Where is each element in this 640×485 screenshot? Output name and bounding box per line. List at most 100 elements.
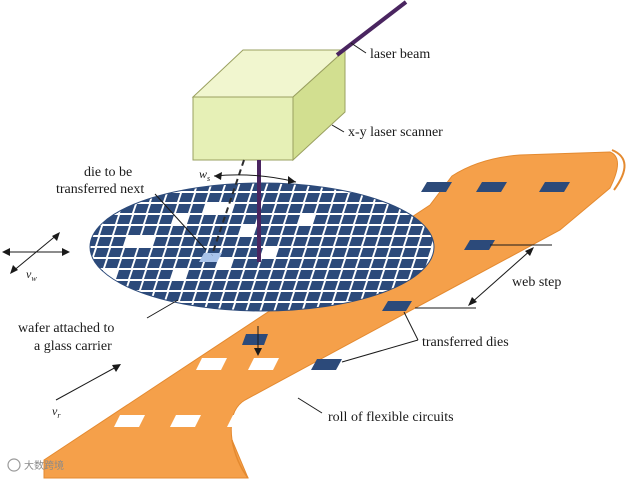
wafer-die	[402, 248, 417, 257]
wafer-die	[90, 204, 93, 213]
wafer-die	[378, 183, 393, 191]
scan-arc-head-right	[288, 176, 296, 184]
wafer-die	[105, 259, 120, 268]
wafer-die	[351, 281, 366, 290]
roll-arrow-head	[112, 364, 121, 372]
wafer-die	[226, 226, 241, 235]
roll-motion-arrow	[55, 364, 121, 401]
wafer-die	[124, 292, 139, 301]
wafer-die	[355, 215, 370, 224]
wafer-die	[327, 215, 342, 224]
wafer-die	[266, 183, 281, 191]
wafer-die	[405, 237, 420, 246]
wafer-die	[200, 270, 215, 279]
scanner-front	[192, 96, 294, 161]
wafer-die	[93, 303, 108, 311]
wafer-die	[341, 215, 356, 224]
wafer-die	[337, 281, 352, 290]
wafer-die	[374, 248, 389, 257]
wafer-die	[113, 281, 128, 290]
wafer-die	[156, 226, 171, 235]
wafer-die	[377, 237, 392, 246]
die-web-4	[464, 240, 495, 250]
wafer-die	[96, 292, 111, 301]
wafer-die	[179, 193, 194, 202]
leader-transferred-2	[341, 339, 419, 363]
leader-roll	[297, 397, 323, 414]
wafer-die	[135, 303, 150, 311]
wafer-die	[90, 303, 94, 311]
wafer-die	[243, 215, 258, 224]
wafer-die	[316, 204, 331, 213]
wafer-die	[211, 281, 226, 290]
wafer-die	[178, 248, 193, 257]
wafer-arrow-d-head-1	[10, 265, 18, 274]
wafer-die	[153, 237, 168, 246]
wafer-die	[127, 281, 142, 290]
web-bottom-edge	[231, 439, 249, 479]
wafer-outline	[89, 182, 435, 312]
wafer-arrow-h-right-head	[62, 248, 70, 256]
wafer-die	[90, 259, 92, 268]
slot-1	[196, 358, 227, 370]
wafer-die	[148, 204, 163, 213]
label-web-step: web step	[512, 275, 561, 290]
wafer-die	[347, 193, 362, 202]
wafer-motion-arrows	[2, 232, 70, 274]
wafer-die	[399, 259, 414, 268]
scan-arc	[213, 174, 297, 183]
wafer-die	[128, 226, 143, 235]
wafer-die	[94, 248, 109, 257]
wafer-die	[198, 226, 213, 235]
wafer-die	[161, 259, 176, 268]
wafer-die	[65, 303, 80, 312]
wafer-die	[293, 237, 308, 246]
wafer-die	[184, 226, 199, 235]
wafer-die	[330, 204, 345, 213]
wafer-die	[383, 215, 398, 224]
label-wafer-line2: a glass carrier	[34, 339, 112, 354]
wafer-arrow-d-head-2	[52, 232, 60, 241]
wafer-die	[388, 248, 403, 257]
wafer-die	[273, 259, 288, 268]
wafer-die	[187, 215, 202, 224]
wafer-die	[190, 204, 205, 213]
wafer-die	[298, 270, 313, 279]
wafer-die	[350, 183, 365, 191]
wafer-die	[237, 237, 252, 246]
wafer-die	[403, 193, 418, 202]
wafer-die	[397, 215, 412, 224]
web-step-dimension	[415, 244, 552, 309]
wafer-die	[310, 226, 325, 235]
wafer-die	[329, 259, 344, 268]
wafer-die	[338, 226, 353, 235]
wafer-die	[363, 237, 378, 246]
wafer-die	[90, 292, 97, 301]
wafer-die	[54, 292, 69, 301]
wafer-die	[176, 204, 191, 213]
wafer-die	[134, 204, 149, 213]
wafer-die	[333, 193, 348, 202]
wafer-die	[264, 292, 279, 301]
incoming-laser-beam	[335, 0, 408, 57]
slot-2	[248, 358, 279, 370]
wafer-arrow-diagonal	[11, 233, 59, 273]
wafer-die	[92, 204, 107, 213]
wafer-die	[108, 248, 123, 257]
wafer-die	[260, 204, 275, 213]
watermark-logo-icon	[7, 458, 21, 472]
wafer-die	[292, 292, 307, 301]
wafer-die	[288, 204, 303, 213]
wafer-die	[284, 270, 299, 279]
wafer-die	[136, 248, 151, 257]
wafer-die	[114, 226, 129, 235]
wafer-die	[368, 270, 383, 279]
die-web-3	[539, 182, 570, 192]
wafer-die	[193, 193, 208, 202]
wafer-die	[208, 292, 223, 301]
wafer-die	[372, 204, 387, 213]
die-to-be-transferred	[199, 253, 222, 262]
wafer-die	[375, 193, 390, 202]
label-transferred-dies: transferred dies	[422, 335, 509, 350]
wafer-die	[267, 281, 282, 290]
